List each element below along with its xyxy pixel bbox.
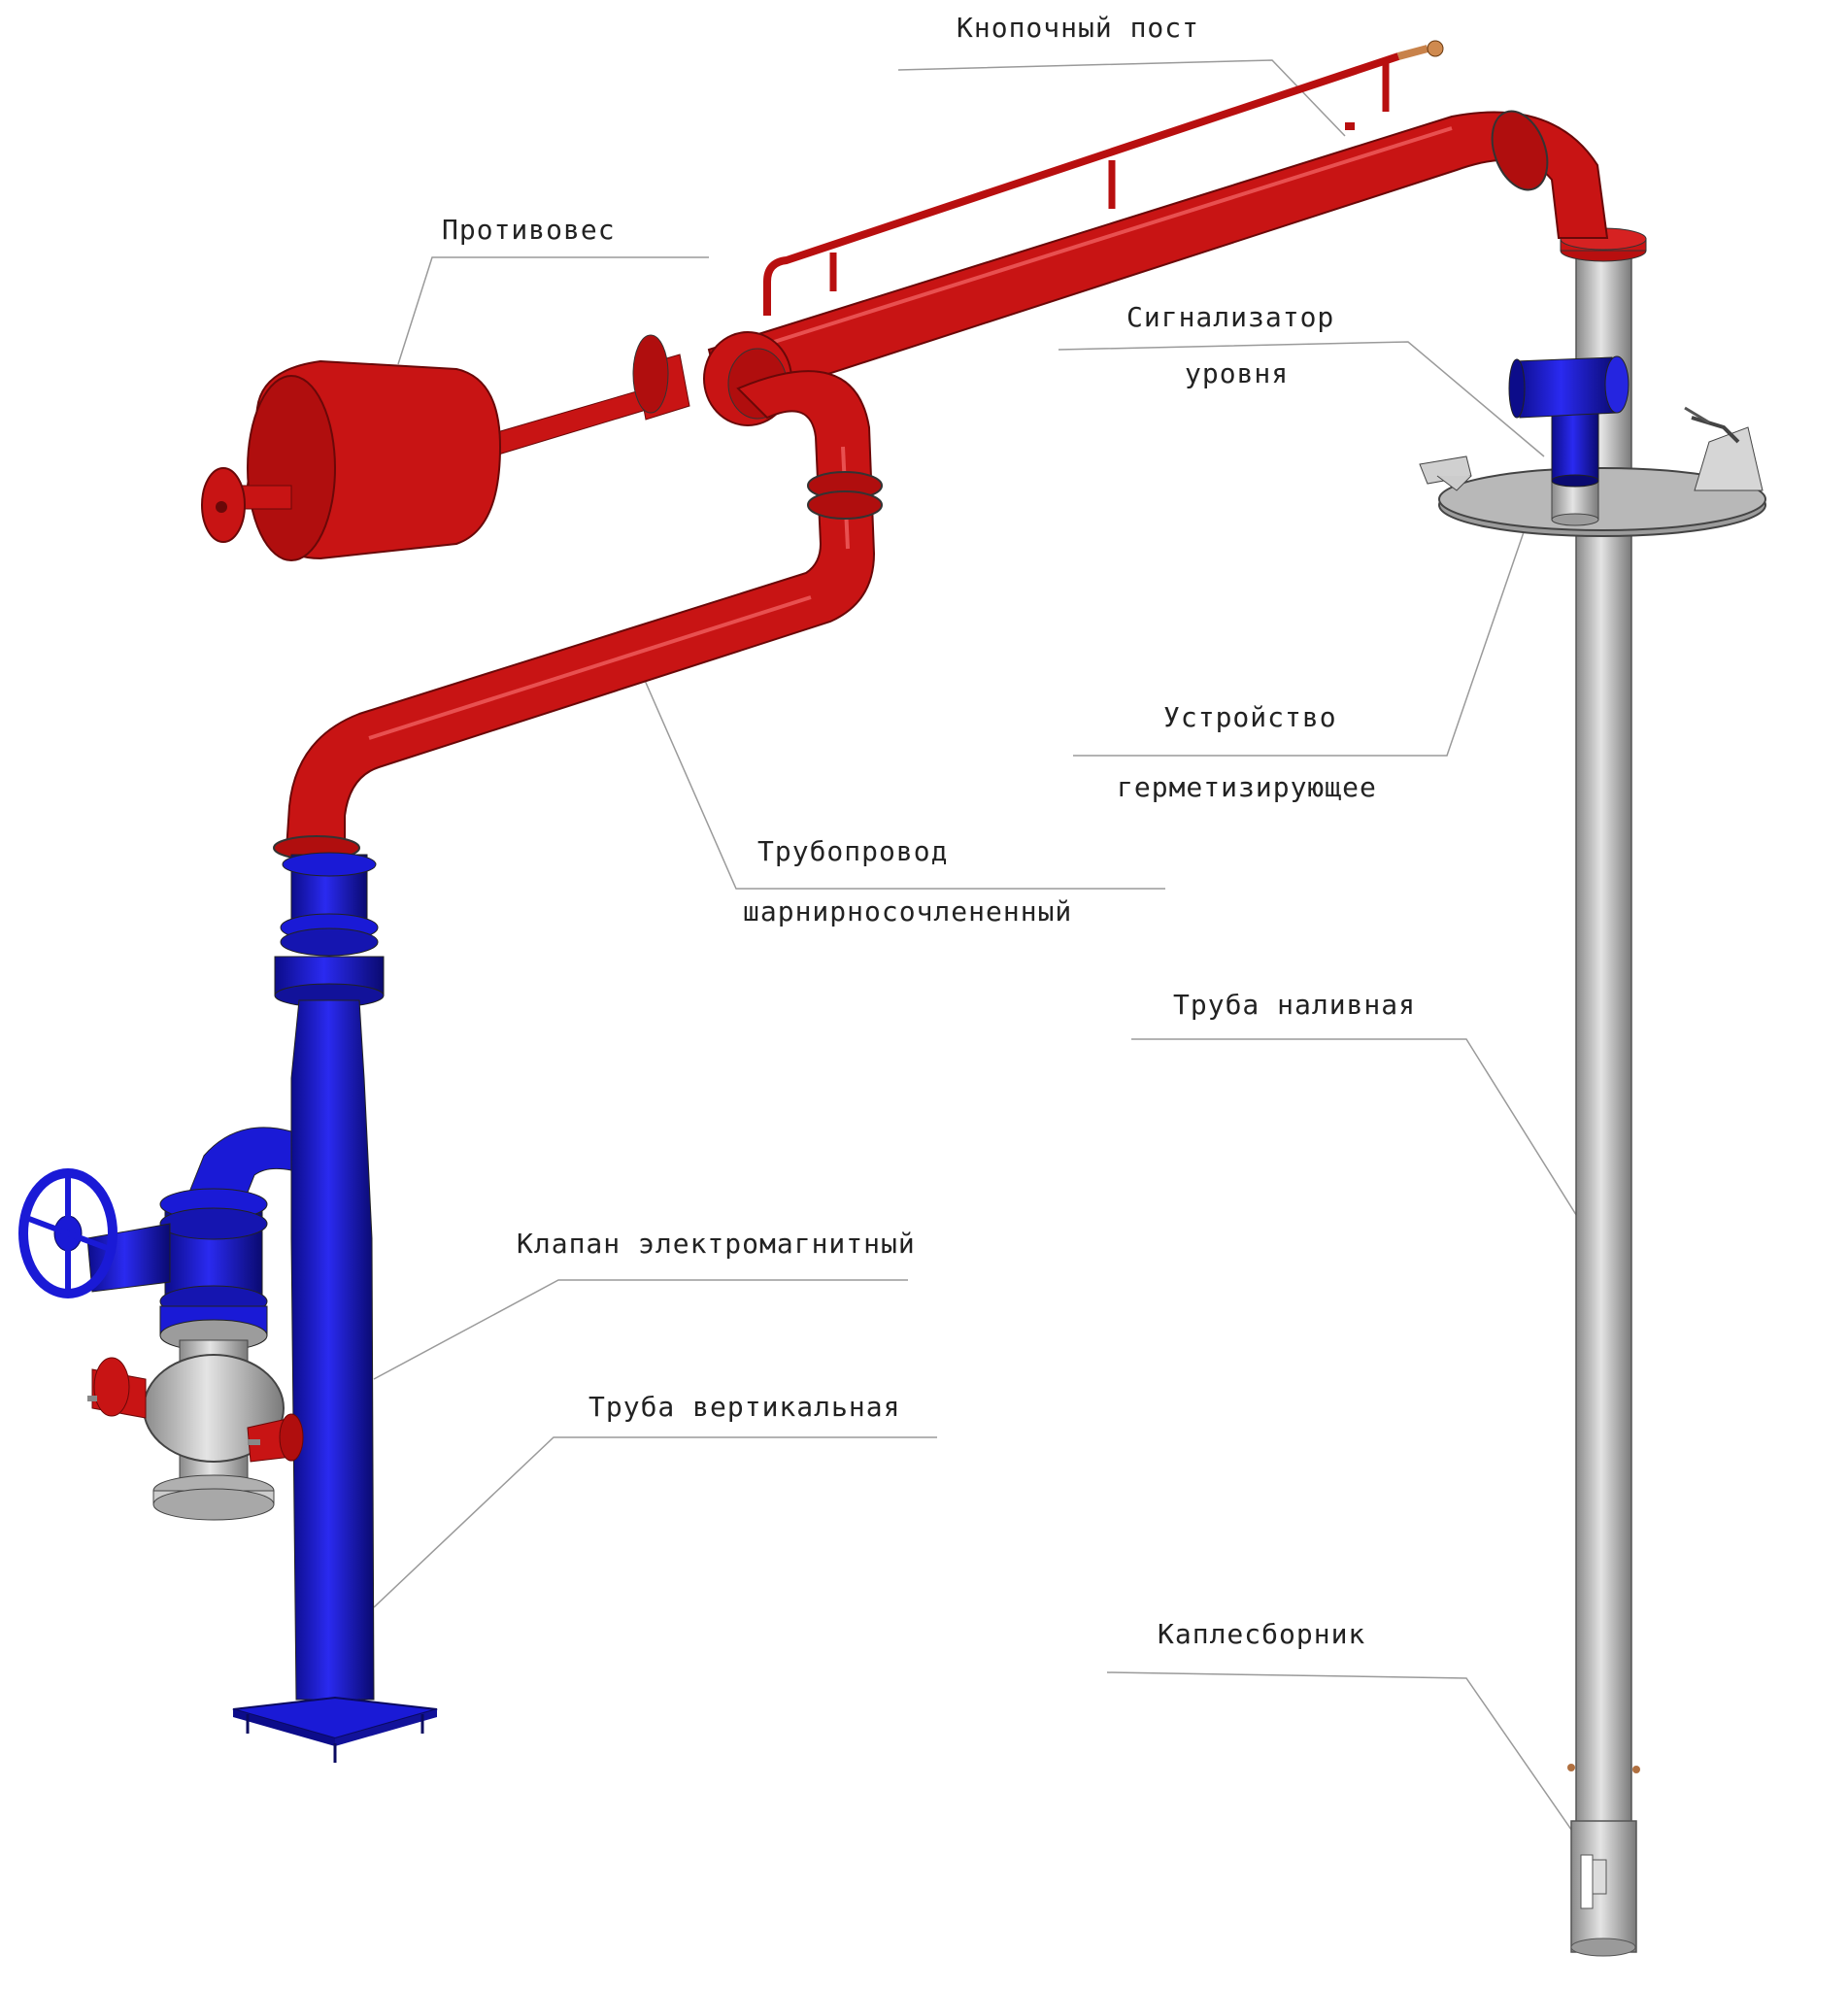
label-ustroystvo-line2: герметизирующее	[1117, 771, 1377, 803]
vertical-pipe	[232, 852, 438, 1763]
filling-pipe	[1419, 227, 1766, 1957]
leader-truba-nalivnaya	[1131, 1038, 1613, 1273]
label-knopochny-post: Кнопочный пост	[957, 12, 1200, 44]
leader-ustroystvo	[1073, 528, 1526, 757]
label-kaplesbornik: Каплесборник	[1158, 1618, 1366, 1650]
label-protivoves: Противовес	[442, 214, 616, 246]
leader-protivoves	[397, 256, 709, 365]
leader-kaplesbornik	[1106, 1671, 1603, 1875]
leader-truba-vertikalnaya	[373, 1436, 937, 1608]
label-signalizator-line1: Сигнализатор	[1126, 301, 1335, 333]
leader-lines	[373, 59, 1613, 1875]
label-signalizator-line2: уровня	[1185, 357, 1290, 389]
solenoid-valve-assembly	[18, 1127, 304, 1521]
upper-arm	[201, 40, 1609, 561]
level-sensor	[1508, 355, 1630, 488]
label-truboprovod-line1: Трубопровод	[757, 835, 949, 867]
leader-signalizator	[1058, 341, 1545, 457]
leader-klapan	[373, 1279, 908, 1380]
label-klapan: Клапан электромагнитный	[517, 1228, 916, 1260]
label-truba-nalivnaya: Труба наливная	[1173, 989, 1417, 1021]
leader-knopochny-post	[897, 59, 1346, 137]
leader-truboprovod	[635, 659, 1165, 890]
label-ustroystvo-line1: Устройство	[1163, 701, 1337, 733]
label-truboprovod-line2: шарнирносочлененный	[743, 895, 1073, 927]
label-truba-vertikalnaya: Труба вертикальная	[588, 1391, 901, 1423]
